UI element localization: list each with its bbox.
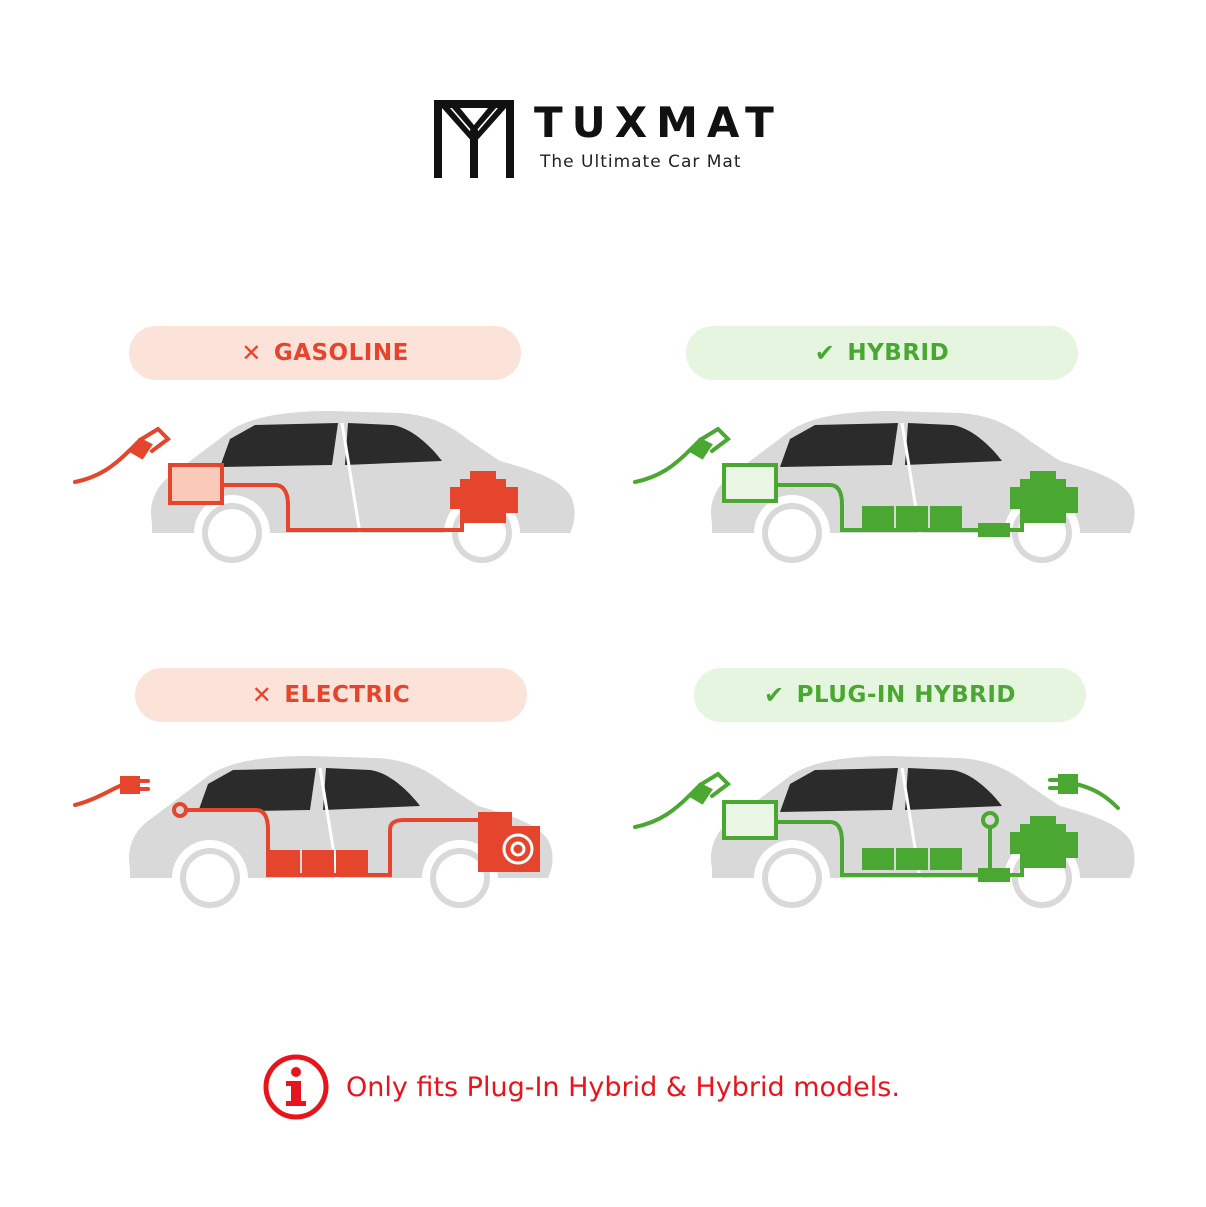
car-body-icon: [128, 756, 553, 916]
check-icon: ✔: [814, 339, 836, 367]
compatibility-note: Only fits Plug-In Hybrid & Hybrid models…: [262, 1053, 900, 1121]
check-icon: ✔: [763, 681, 785, 709]
info-icon: [263, 1054, 329, 1120]
electric-car-illustration: [73, 756, 553, 916]
plug-in-hybrid-car-illustration: [633, 756, 1135, 916]
tuxmat-logo-icon: [434, 100, 514, 178]
cross-icon: ✕: [241, 339, 262, 367]
fuel-system-icon: [73, 426, 518, 532]
brand-tagline: The Ultimate Car Mat: [540, 152, 742, 172]
pill-plug-in-hybrid: ✔ PLUG-IN HYBRID: [694, 668, 1086, 722]
pill-label: GASOLINE: [273, 340, 409, 366]
pill-gasoline: ✕ GASOLINE: [129, 326, 521, 380]
hybrid-car-illustration: [633, 411, 1135, 571]
gasoline-car-illustration: [73, 411, 575, 571]
pill-label: PLUG-IN HYBRID: [796, 682, 1016, 708]
electric-system-icon: [73, 776, 540, 877]
cross-icon: ✕: [251, 681, 273, 709]
pill-electric: ✕ ELECTRIC: [135, 668, 527, 722]
note-text: Only fits Plug-In Hybrid & Hybrid models…: [346, 1071, 900, 1103]
brand-header: TUXMAT The Ultimate Car Mat: [434, 100, 783, 180]
brand-name: TUXMAT: [534, 98, 783, 147]
pill-label: ELECTRIC: [284, 682, 411, 708]
pill-label: HYBRID: [847, 340, 950, 366]
plug-in-hybrid-system-icon: [633, 771, 1120, 882]
brand-text: TUXMAT The Ultimate Car Mat: [534, 98, 783, 173]
hybrid-system-icon: [633, 426, 1078, 537]
pill-hybrid: ✔ HYBRID: [686, 326, 1078, 380]
